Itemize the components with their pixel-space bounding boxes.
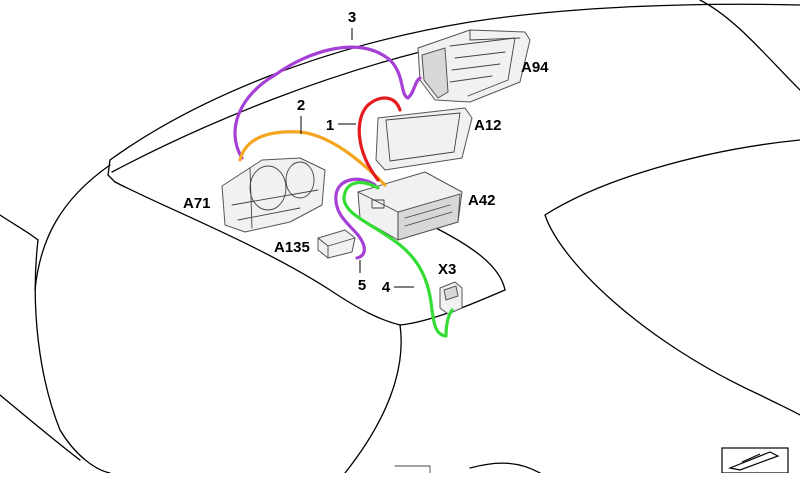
label-4: 4 — [382, 279, 391, 296]
label-a71: A71 — [183, 195, 211, 212]
cables — [233, 45, 454, 338]
dash-edge — [114, 181, 401, 326]
cable-1 — [357, 96, 402, 182]
console-left — [344, 324, 402, 474]
label-3: 3 — [348, 9, 356, 26]
label-a94: A94 — [521, 59, 549, 76]
label-2: 2 — [297, 97, 305, 114]
label-x3: X3 — [438, 261, 456, 278]
cable-4 — [342, 180, 454, 338]
label-a135: A135 — [274, 239, 310, 256]
roof-right-curve — [699, 0, 800, 91]
component-a12 — [375, 107, 473, 171]
seat-curve — [544, 139, 800, 216]
roof-edge-inner — [111, 51, 421, 173]
label-a42: A42 — [468, 192, 496, 209]
roof-edge — [109, 3, 800, 161]
label-5: 5 — [358, 277, 366, 294]
callout-labels: 3 2 1 A94 A12 A42 A71 A135 X3 4 5 — [183, 9, 549, 296]
dash-contour — [429, 224, 506, 291]
seat-curve-lower — [544, 214, 800, 416]
body-left-line — [0, 214, 39, 241]
cable-3 — [233, 45, 422, 160]
component-a42 — [357, 171, 463, 241]
body-left-lower — [34, 239, 111, 474]
cable-2 — [238, 130, 387, 187]
cable-5 — [334, 177, 377, 260]
label-1: 1 — [326, 117, 334, 134]
component-a94 — [417, 29, 531, 103]
component-a71 — [221, 157, 326, 233]
component-x3 — [439, 281, 463, 315]
label-a12: A12 — [474, 117, 502, 134]
leader-lines — [300, 28, 414, 288]
diagram-arrow-icon — [721, 447, 789, 474]
sill-line — [0, 394, 81, 461]
component-a135 — [317, 229, 356, 259]
console-right — [469, 462, 541, 474]
floor-detail — [394, 465, 431, 474]
body-left-upper — [34, 164, 111, 291]
